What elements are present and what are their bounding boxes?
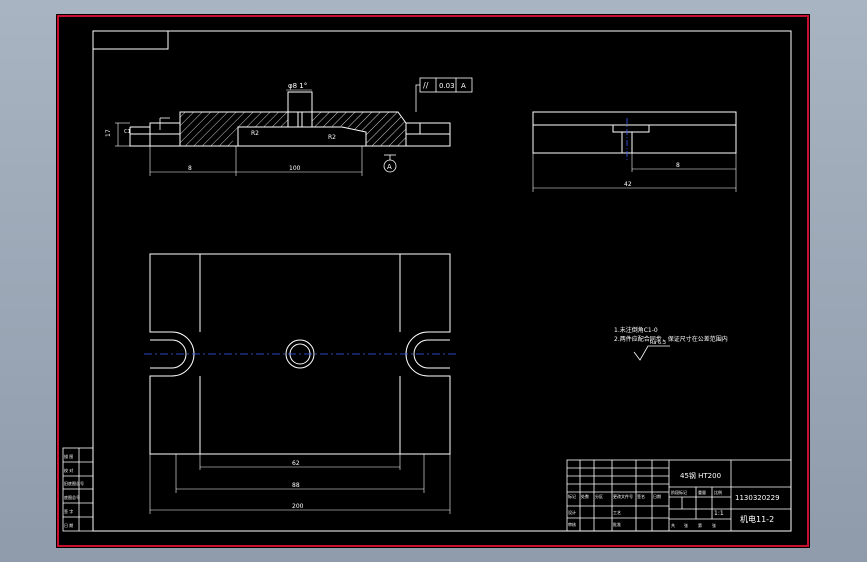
row-label-2: 审核 [568,521,576,527]
feature-control-frame [419,77,473,93]
col-label-6: 日期 [653,493,661,499]
height-dim: 17 [105,129,112,137]
strip-cell-1: 描 图 [64,453,73,459]
roughness-symbol [633,345,670,361]
plan-dim-mid: 88 [292,482,300,489]
plan-dim-inner: 62 [292,460,300,467]
plan-view: 62 88 200 [144,253,456,514]
strip-cell-2: 校 对 [64,467,73,473]
row-label-4: 批准 [613,521,621,527]
title-material: 45钢 HT200 [680,471,721,480]
col-label-1: 标记 [568,493,576,499]
col-label-2: 处数 [581,493,589,499]
title-scale: 1:1 [714,510,724,517]
strip-cell-6: 日 期 [64,522,73,528]
dim-left: 8 [188,165,192,172]
side-dim-total: 42 [624,181,632,188]
sheet-label-4: 张 [712,522,716,528]
title-drawing-no: 1130320229 [735,494,780,502]
row-label-3: 工艺 [613,510,621,515]
body-outline [129,111,451,147]
fcf-symbol: // [423,81,429,90]
sheet-label-3: 第 [698,522,702,528]
corner-code-box [92,30,169,50]
strip-cell-4: 底图总号 [64,494,80,500]
chamfer-label: C1 [124,129,131,135]
fcf-leader [415,84,420,112]
stage-label-3: 比例 [714,489,722,495]
front-section-view: // 0.03 A φ8 1° A 17 C1 R2 R2 8 [105,77,473,176]
drawing-sheet [56,14,810,548]
drawing-border [92,30,792,532]
strip-cell-5: 签 字 [64,508,73,514]
section-hatch [180,112,406,146]
datum-a-label: A [387,163,392,171]
left-signoff-strip [62,447,94,532]
col-label-5: 签名 [637,493,645,499]
sheet-frame [57,15,809,547]
col-label-4: 更改文件号 [613,493,633,499]
roughness-value: Ra 6.3 [650,340,666,346]
datum-a-symbol [383,154,397,173]
strip-cell-3: 旧底图总号 [64,480,84,486]
sheet-label-2: 张 [684,522,688,528]
note-line-1: 1.未注倒角C1-0 [614,326,658,334]
dia-label: φ8 1° [288,82,307,90]
row-label-1: 设计 [568,509,576,515]
note-line-2: 2.两件应配合同步，保证尺寸在公差范围内 [614,335,728,343]
col-label-3: 分区 [595,493,603,499]
side-view: 8 42 [532,111,737,192]
side-dim-small: 8 [676,162,680,169]
fcf-datum: A [461,82,466,90]
fcf-value: 0.03 [439,82,455,90]
radius-left: R2 [251,130,259,137]
title-name: 机电11-2 [740,514,774,524]
stage-label-1: 阶段标记 [671,489,687,495]
title-block [566,459,792,532]
dim-center: 100 [289,165,301,172]
plan-dim-outer: 200 [292,503,304,510]
stage-label-2: 重量 [698,489,706,495]
radius-right: R2 [328,134,336,141]
sheet-label-1: 共 [671,522,675,528]
